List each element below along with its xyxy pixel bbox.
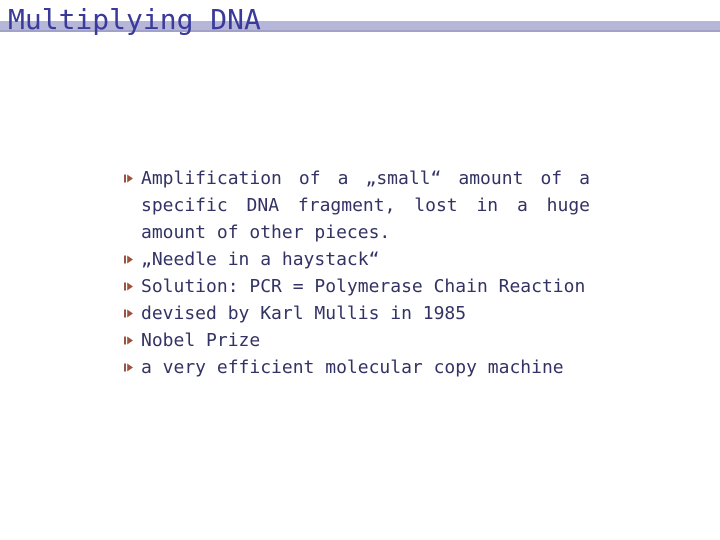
bullet-list: Amplification of a „small“ amount of a s… — [124, 165, 590, 381]
bullet-text: „Needle in a haystack“ — [141, 249, 380, 270]
list-item: Nobel Prize — [124, 327, 590, 354]
bullet-text: Solution: PCR = Polymerase Chain Reactio… — [141, 276, 586, 297]
bullet-text: Nobel Prize — [141, 330, 261, 351]
arrow-bullet-icon — [124, 309, 133, 318]
arrow-bullet-icon — [124, 174, 133, 183]
arrow-bullet-icon — [124, 255, 133, 264]
list-item: Solution: PCR = Polymerase Chain Reactio… — [124, 273, 590, 300]
list-item: a very efficient molecular copy machine — [124, 354, 590, 381]
arrow-bullet-icon — [124, 282, 133, 291]
bullet-text: Amplification of a „small“ amount of a s… — [141, 168, 590, 243]
bullet-text: devised by Karl Mullis in 1985 — [141, 303, 467, 324]
arrow-bullet-icon — [124, 363, 133, 372]
list-item: Amplification of a „small“ amount of a s… — [124, 165, 590, 246]
list-item: „Needle in a haystack“ — [124, 246, 590, 273]
bullet-text: a very efficient molecular copy machine — [141, 357, 564, 378]
slide-title: Multiplying DNA — [8, 3, 261, 36]
arrow-bullet-icon — [124, 336, 133, 345]
title-underline-bar — [0, 21, 720, 32]
list-item: devised by Karl Mullis in 1985 — [124, 300, 590, 327]
